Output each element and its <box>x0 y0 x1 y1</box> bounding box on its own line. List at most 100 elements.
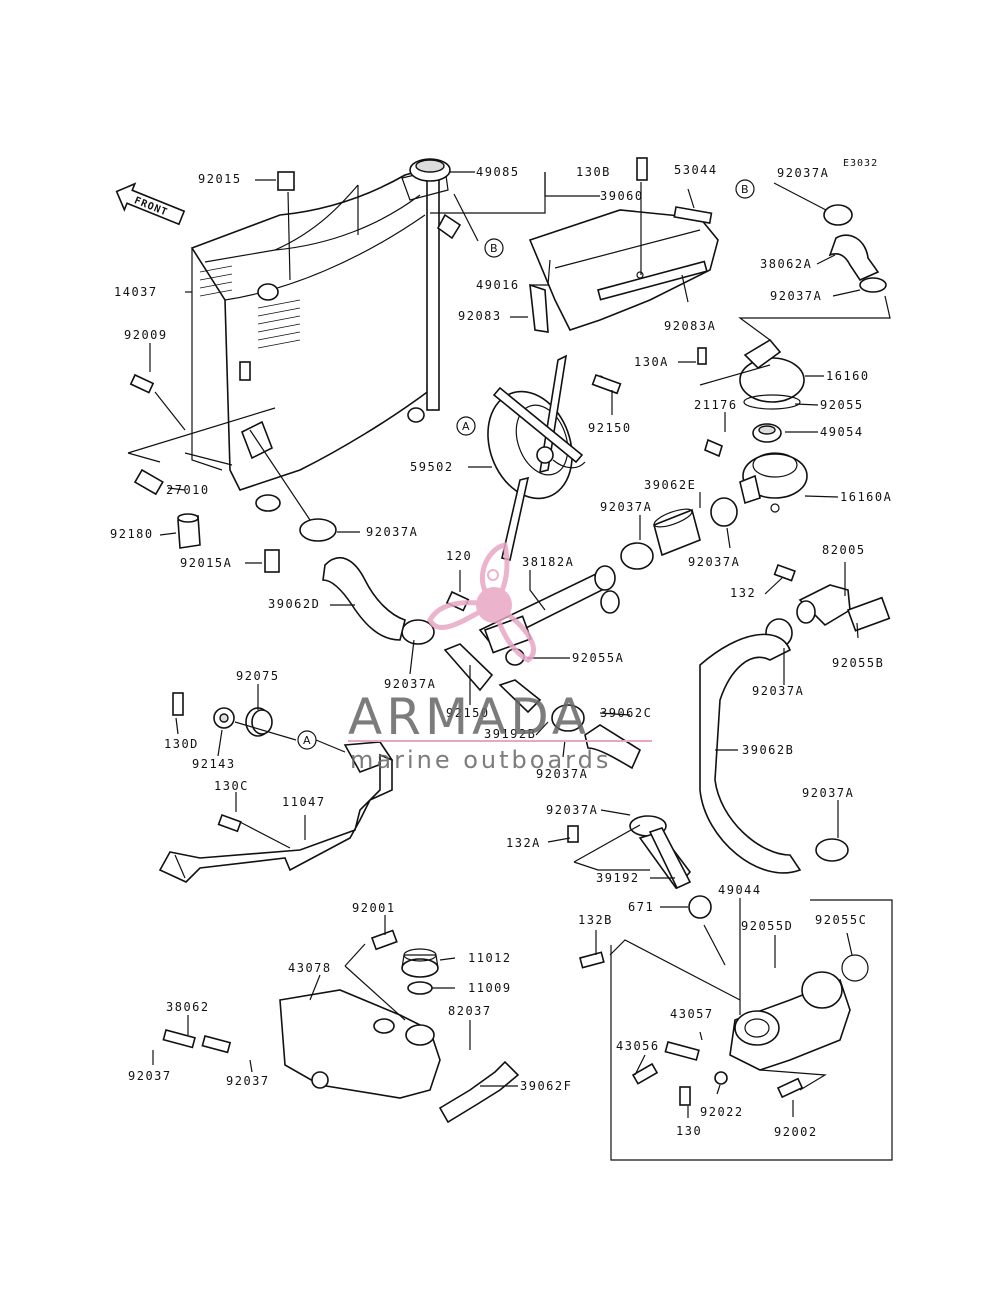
pipe-39192-drawing <box>648 827 692 890</box>
label-39062B: 39062B <box>742 743 794 757</box>
label-39062D: 39062D <box>268 597 320 611</box>
label-11047: 11047 <box>282 795 326 809</box>
label-92055A: 92055A <box>572 651 624 665</box>
shroud-drawing <box>528 206 719 333</box>
svg-text:B: B <box>490 242 498 255</box>
pipe-38182A-drawing <box>478 565 620 666</box>
label-82005: 82005 <box>822 543 866 557</box>
label-130D: 130D <box>164 737 199 751</box>
bolts-drawing <box>129 157 796 969</box>
label-59502: 59502 <box>410 460 454 474</box>
label-92055D: 92055D <box>741 919 793 933</box>
label-38062A: 38062A <box>760 257 812 271</box>
water-pump-drawing <box>610 899 893 1161</box>
part-labels: 92015 14037 92009 27010 92180 92015A 490… <box>110 163 892 1139</box>
label-11012: 11012 <box>468 951 512 965</box>
label-92037A-r3: 92037A <box>752 684 804 698</box>
leader-lines <box>127 171 891 1118</box>
label-92150-b: 92150 <box>446 706 490 720</box>
label-53044: 53044 <box>674 163 718 177</box>
watermark-tagline: marine outboards <box>350 746 611 774</box>
label-92037A-m2: 92037A <box>536 767 588 781</box>
svg-text:A: A <box>303 734 311 747</box>
label-92083A: 92083A <box>664 319 716 333</box>
label-92055C: 92055C <box>815 913 867 927</box>
label-92037A-r1: 92037A <box>600 500 652 514</box>
watermark-brand: ARMADA <box>348 688 590 746</box>
label-39192B: 39192B <box>484 727 536 741</box>
ref-a-marker-2: A <box>297 730 317 750</box>
label-92075: 92075 <box>236 669 280 683</box>
label-130C: 130C <box>214 779 249 793</box>
label-92083: 92083 <box>458 309 502 323</box>
front-arrow-icon: FRONT <box>115 182 186 226</box>
label-671: 671 <box>628 900 654 914</box>
label-92037A-upper-right: 92037A <box>770 289 822 303</box>
label-38182A: 38182A <box>522 555 574 569</box>
label-16160: 16160 <box>826 369 870 383</box>
label-92037-left: 92037 <box>128 1069 172 1083</box>
o-ring-671-drawing <box>688 895 712 919</box>
label-82037: 82037 <box>448 1004 492 1018</box>
label-49054: 49054 <box>820 425 864 439</box>
label-132: 132 <box>730 586 756 600</box>
label-43057: 43057 <box>670 1007 714 1021</box>
outlet-82005-drawing <box>796 584 891 632</box>
label-132A: 132A <box>506 836 541 850</box>
label-92037A-top: 92037A <box>777 166 829 180</box>
label-39062C: 39062C <box>600 706 652 720</box>
label-120: 120 <box>446 549 472 563</box>
label-92015: 92015 <box>198 172 242 186</box>
label-49044: 49044 <box>718 883 762 897</box>
label-132B: 132B <box>578 913 613 927</box>
label-92180: 92180 <box>110 527 154 541</box>
label-92055B: 92055B <box>832 656 884 670</box>
reservoir-tank-drawing <box>162 948 520 1124</box>
label-14037: 14037 <box>114 285 158 299</box>
label-92037A-r4: 92037A <box>802 786 854 800</box>
label-39062F: 39062F <box>520 1079 572 1093</box>
label-92037A-r2: 92037A <box>688 555 740 569</box>
label-16160A: 16160A <box>840 490 892 504</box>
label-49085: 49085 <box>476 165 520 179</box>
pipe-92180-drawing <box>177 513 201 549</box>
label-43078: 43078 <box>288 961 332 975</box>
ref-b-marker-2: B <box>735 179 755 199</box>
thermostat-housing-drawing <box>704 338 808 513</box>
label-92015A: 92015A <box>180 556 232 570</box>
hose-38062A-drawing <box>823 204 887 293</box>
label-49016: 49016 <box>476 278 520 292</box>
label-92022: 92022 <box>700 1105 744 1119</box>
label-43056: 43056 <box>616 1039 660 1053</box>
label-130B: 130B <box>576 165 611 179</box>
svg-text:B: B <box>741 183 749 196</box>
svg-text:A: A <box>462 420 470 433</box>
radiator-drawing <box>190 158 462 512</box>
label-39192: 39192 <box>596 871 640 885</box>
ref-b-marker-1: B <box>484 238 504 258</box>
bracket-drawing <box>158 707 394 883</box>
diagram-code: E3032 <box>843 158 878 169</box>
ref-a-marker-1: A <box>456 416 476 436</box>
label-39062E: 39062E <box>644 478 696 492</box>
label-92037-middle: 92037 <box>226 1074 270 1088</box>
label-11009: 11009 <box>468 981 512 995</box>
watermark: ARMADA marine outboards <box>348 542 652 774</box>
label-130A: 130A <box>634 355 669 369</box>
label-92037A-m3: 92037A <box>546 803 598 817</box>
label-38062: 38062 <box>166 1000 210 1014</box>
label-92002: 92002 <box>774 1125 818 1139</box>
hoses-drawing <box>322 508 802 890</box>
label-92001: 92001 <box>352 901 396 915</box>
label-39060: 39060 <box>600 189 644 203</box>
label-27010: 27010 <box>166 483 210 497</box>
propeller-logo-icon <box>427 542 536 663</box>
label-92037A-middle: 92037A <box>384 677 436 691</box>
label-130: 130 <box>676 1124 702 1138</box>
label-92055: 92055 <box>820 398 864 412</box>
label-21176: 21176 <box>694 398 738 412</box>
fan-drawing <box>487 354 605 561</box>
label-92009: 92009 <box>124 328 168 342</box>
label-92037A-left: 92037A <box>366 525 418 539</box>
